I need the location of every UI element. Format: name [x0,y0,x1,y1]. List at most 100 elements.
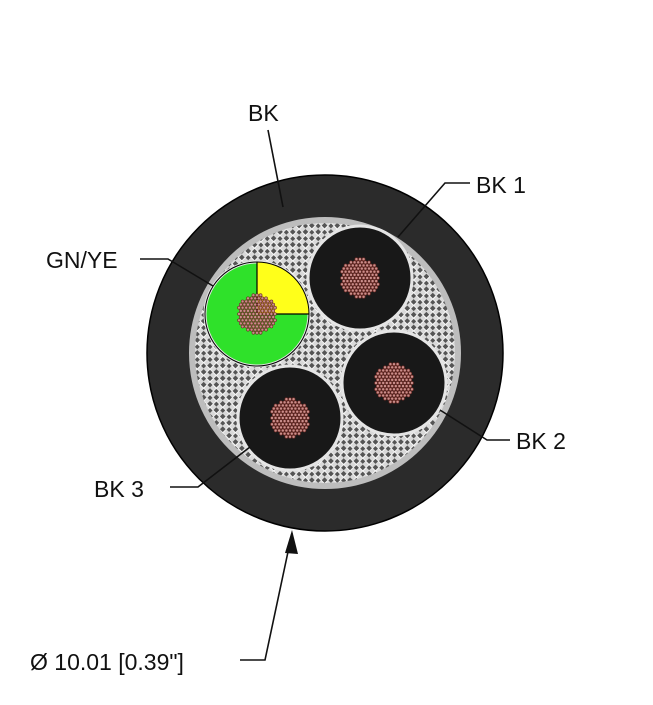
copper-strand [374,285,379,290]
copper-strand [289,425,294,430]
copper-strand [275,425,280,430]
copper-strand [271,406,276,411]
copper-strand [370,273,375,277]
copper-strand [270,416,274,420]
copper-strand [374,279,379,283]
copper-strand [367,285,371,290]
copper-strand [298,409,303,414]
copper-strand [341,279,346,283]
copper-strand [363,273,368,277]
copper-strand [381,387,386,392]
copper-strand [295,403,300,408]
copper-strand [399,381,404,385]
copper-strand [343,269,348,274]
copper-strand [239,321,243,326]
label-core-2: BK 2 [516,428,566,454]
copper-strand [291,397,296,402]
copper-strand [289,413,294,417]
copper-strand [390,396,395,401]
copper-strand [406,387,411,392]
copper-strand [374,374,378,379]
copper-strand [249,309,254,313]
copper-strand [358,288,362,293]
copper-strand [363,260,368,265]
copper-strand [248,324,252,329]
copper-strand [397,390,402,395]
copper-strand [386,390,391,395]
copper-strand [384,374,389,379]
copper-strand [386,384,391,388]
copper-strand [395,374,400,379]
copper-strand [280,409,285,414]
copper-strand [291,416,296,420]
copper-strand [376,269,380,274]
copper-strand [367,260,371,265]
copper-strand [356,260,361,265]
copper-strand [350,263,355,268]
copper-strand [392,374,396,379]
copper-strand [260,321,265,326]
copper-strand [408,390,413,395]
copper-strand [392,381,396,385]
copper-strand [302,403,307,408]
copper-strand [345,285,350,290]
core-1 [306,224,414,332]
copper-strand [262,318,267,323]
copper-strand [361,288,366,293]
copper-strand [251,299,256,304]
copper-strand [260,296,265,301]
copper-strand [379,378,384,382]
copper-strand [390,378,395,382]
copper-strand [363,266,368,271]
copper-strand [404,384,409,388]
copper-strand [363,285,368,290]
label-core-3: BK 3 [94,476,144,502]
copper-strand [289,419,294,423]
core-3 [236,364,344,472]
copper-strand [384,381,389,385]
copper-strand [253,315,257,319]
copper-strand [242,321,247,326]
copper-strand [297,431,301,436]
copper-strand [240,324,245,329]
copper-strand [253,302,257,307]
copper-strand [282,425,287,430]
copper-strand [284,403,289,408]
copper-strand [279,406,283,411]
copper-strand [251,330,256,335]
copper-strand [392,393,396,398]
copper-strand [352,273,357,277]
copper-strand [298,428,303,433]
copper-strand [273,409,278,414]
copper-strand [381,393,386,398]
label-ground: GN/YE [46,247,118,273]
copper-strand [359,260,364,265]
copper-strand [347,288,352,293]
copper-strand [359,279,364,283]
copper-strand [273,403,278,408]
copper-strand [239,302,243,307]
copper-strand [377,374,382,379]
copper-strand [282,400,287,405]
copper-strand [260,302,265,307]
copper-strand [249,327,254,332]
copper-strand [349,291,353,296]
copper-strand [381,368,386,373]
copper-strand [352,260,357,265]
copper-strand [401,390,405,395]
copper-strand [392,368,396,373]
copper-strand [356,291,361,296]
copper-strand [388,374,393,379]
copper-strand [279,431,283,436]
copper-strand [277,409,282,414]
copper-strand [255,330,259,335]
copper-strand [256,309,261,313]
copper-strand [381,374,386,379]
copper-strand [377,368,382,373]
copper-strand [361,282,366,287]
copper-strand [340,269,344,274]
copper-strand [408,371,413,376]
copper-strand [358,294,362,299]
copper-strand [300,425,305,430]
copper-strand [365,288,370,293]
